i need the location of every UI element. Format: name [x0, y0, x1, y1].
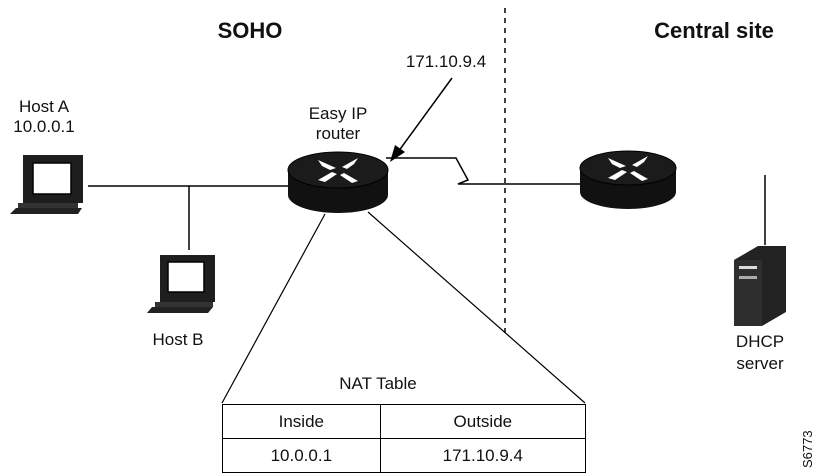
wan-ip-arrow	[390, 77, 453, 162]
nat-cell-outside: 171.10.9.4	[379, 438, 587, 473]
nat-header-inside: Inside	[222, 404, 381, 439]
nat-callout-left	[221, 213, 326, 404]
host-b-computer-icon	[147, 255, 215, 313]
dhcp-server-label-line2: server	[736, 354, 784, 373]
central-router-icon	[579, 150, 677, 209]
nat-table: Inside Outside 10.0.0.1 171.10.9.4	[222, 404, 587, 473]
nat-header-outside: Outside	[379, 404, 587, 439]
soho-region-label: SOHO	[217, 18, 283, 43]
nat-table-header-row: Inside Outside	[222, 404, 587, 439]
nat-table-title: NAT Table	[339, 374, 417, 393]
nat-callout-right	[367, 211, 586, 404]
host-a-ip: 10.0.0.1	[13, 117, 75, 136]
central-site-region-label: Central site	[654, 18, 774, 43]
wan-link	[386, 157, 580, 185]
host-a-name: Host A	[18, 97, 70, 116]
host-a-computer-icon	[10, 155, 83, 214]
nat-cell-inside: 10.0.0.1	[222, 438, 381, 473]
host-b-name: Host B	[152, 330, 204, 349]
nat-table-row: 10.0.0.1 171.10.9.4	[222, 438, 587, 473]
router-label-line1: Easy IP	[308, 104, 368, 123]
figure-id: S6773	[800, 430, 815, 468]
router-wan-ip: 171.10.9.4	[405, 52, 487, 71]
easy-ip-router-icon	[287, 151, 389, 213]
dhcp-server-label-line1: DHCP	[735, 332, 785, 351]
router-label-line2: router	[315, 124, 361, 143]
dhcp-server-icon	[734, 246, 786, 326]
